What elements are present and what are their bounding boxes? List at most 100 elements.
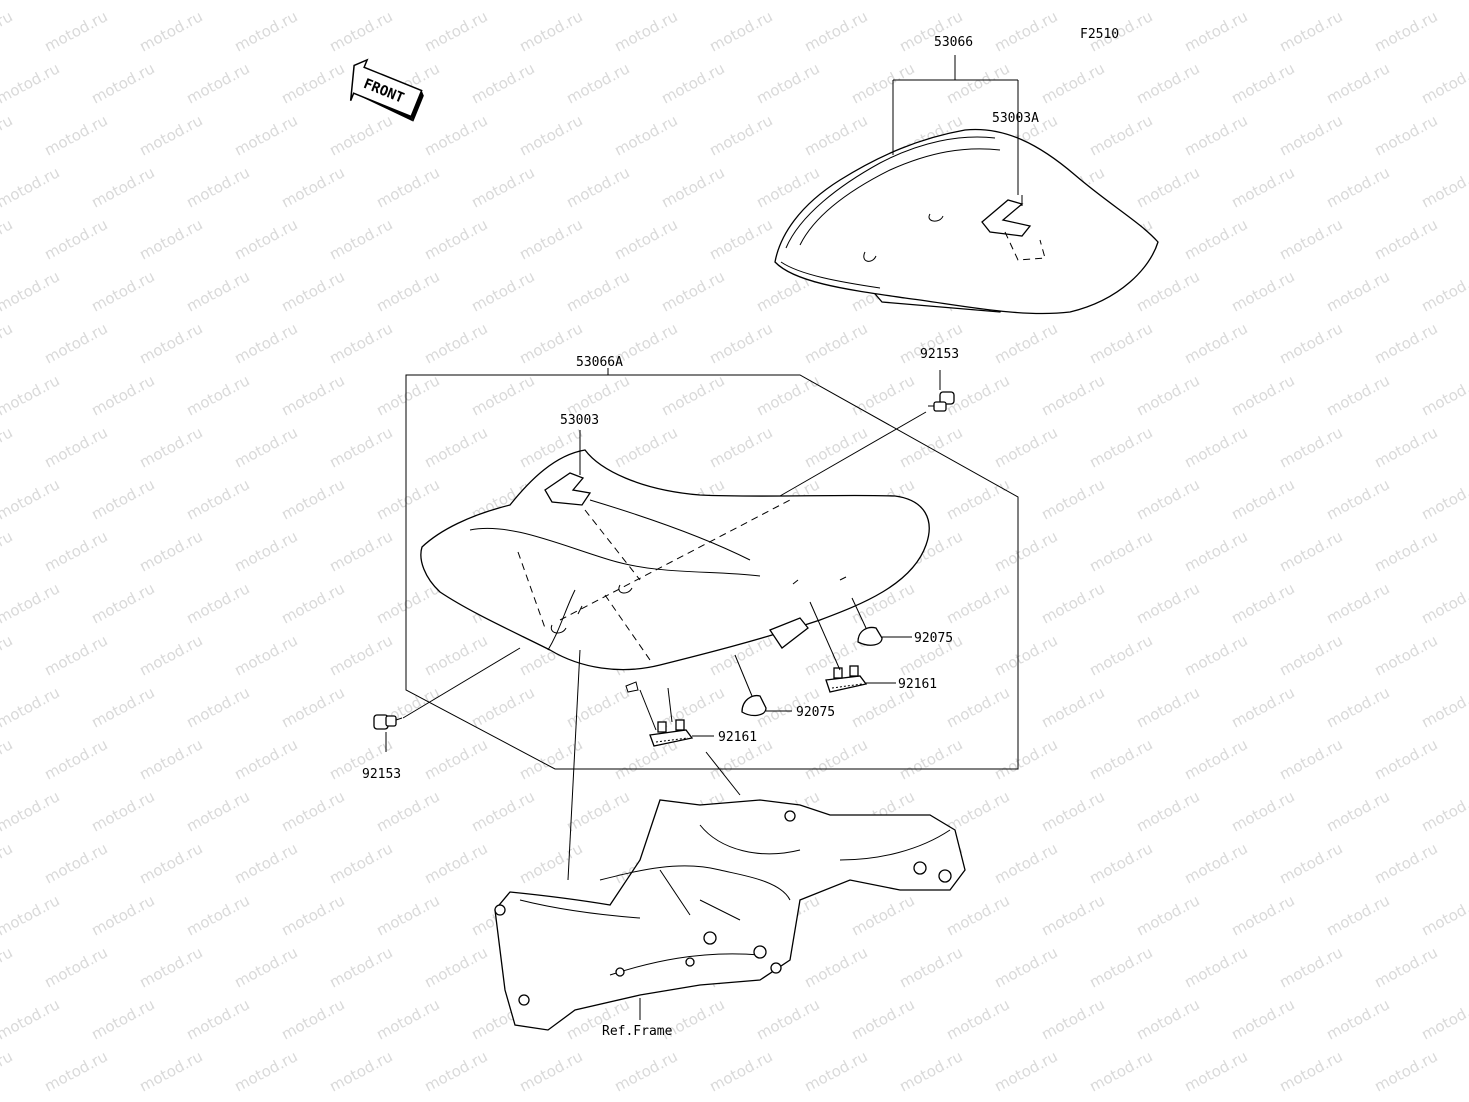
watermark-text: motod.ru [0, 631, 16, 679]
watermark-text: motod.ru [611, 111, 680, 159]
watermark-text: motod.ru [1371, 735, 1440, 783]
front-arrow-icon: FRONT [349, 58, 424, 122]
watermark-text: motod.ru [801, 319, 870, 367]
watermark-text: motod.ru [231, 215, 300, 263]
watermark-text: motod.ru [41, 7, 110, 55]
watermark-text: motod.ru [611, 1047, 680, 1095]
watermark-text: motod.ru [516, 1047, 585, 1095]
watermark-text: motod.ru [326, 215, 395, 263]
watermark-text: motod.ru [41, 943, 110, 991]
watermark-text: motod.ru [848, 0, 917, 4]
watermark-text: motod.ru [0, 423, 16, 471]
watermark-text: motod.ru [326, 7, 395, 55]
watermark-text: motod.ru [0, 1047, 16, 1095]
watermark-text: motod.ru [1086, 111, 1155, 159]
watermark-text: motod.ru [943, 59, 1012, 107]
watermark-text: motod.ru [1133, 163, 1202, 211]
watermark-text: motod.ru [516, 215, 585, 263]
watermark-text: motod.ru [801, 735, 870, 783]
watermark-text: motod.ru [41, 423, 110, 471]
watermark-text: motod.ru [1228, 475, 1297, 523]
watermark-text: motod.ru [991, 527, 1060, 575]
watermark-text: motod.ru [611, 7, 680, 55]
watermark-text: motod.ru [1181, 631, 1250, 679]
watermark-text: motod.ru [1323, 995, 1392, 1043]
watermark-text: motod.ru [658, 0, 727, 4]
watermark-text: motod.ru [326, 423, 395, 471]
watermark-text: motod.ru [1038, 475, 1107, 523]
watermark-text: motod.ru [896, 423, 965, 471]
watermark-text: motod.ru [0, 319, 16, 367]
watermark-text: motod.ru [231, 943, 300, 991]
watermark-text: motod.ru [183, 267, 252, 315]
watermark-text: motod.ru [183, 995, 252, 1043]
watermark-text: motod.ru [0, 59, 63, 107]
watermark-text: motod.ru [753, 995, 822, 1043]
watermark-text: motod.ru [278, 995, 347, 1043]
watermark-text: motod.ru [1371, 943, 1440, 991]
watermark-text: motod.ru [373, 579, 442, 627]
rear-seat-assembly [774, 128, 1159, 315]
callout-53066a: 53066A [576, 355, 623, 370]
watermark-text: motod.ru [1418, 475, 1469, 523]
callout-53003a: 53003A [992, 111, 1039, 126]
watermark-text: motod.ru [0, 163, 63, 211]
watermark-text: motod.ru [1181, 215, 1250, 263]
callout-92153-bottom: 92153 [362, 767, 401, 782]
watermark-text: motod.ru [88, 995, 157, 1043]
watermark-text: motod.ru [136, 527, 205, 575]
watermark-text: motod.ru [278, 267, 347, 315]
watermark-text: motod.ru [991, 735, 1060, 783]
watermark-text: motod.ru [848, 59, 917, 107]
watermark-text: motod.ru [516, 111, 585, 159]
watermark-text: motod.ru [991, 1047, 1060, 1095]
watermark-text: motod.ru [896, 943, 965, 991]
callout-53003: 53003 [560, 413, 599, 428]
watermark-text: motod.ru [183, 475, 252, 523]
watermark-text: motod.ru [421, 1047, 490, 1095]
watermark-text: motod.ru [326, 1047, 395, 1095]
watermark-text: motod.ru [658, 371, 727, 419]
watermark-text: motod.ru [801, 111, 870, 159]
watermark-text: motod.ru [0, 735, 16, 783]
watermark-text: motod.ru [848, 371, 917, 419]
watermark-text: motod.ru [1323, 579, 1392, 627]
watermark-text: motod.ru [896, 1047, 965, 1095]
callout-labels: 53066 53003A 53066A 92153 53003 92075 92… [362, 35, 1039, 1039]
watermark-text: motod.ru [706, 319, 775, 367]
watermark-text: motod.ru [278, 0, 347, 4]
watermark-text: motod.ru [1228, 163, 1297, 211]
watermark-text: motod.ru [421, 7, 490, 55]
watermark-text: motod.ru [41, 111, 110, 159]
watermark-text: motod.ru [183, 0, 252, 4]
watermark-text: motod.ru [231, 319, 300, 367]
watermark-text: motod.ru [278, 891, 347, 939]
watermark-text: motod.ru [468, 267, 537, 315]
damper-92075-mid [741, 694, 767, 717]
watermark-text: motod.ru [516, 839, 585, 887]
watermark-text: motod.ru [1038, 371, 1107, 419]
watermark-text: motod.ru [231, 1047, 300, 1095]
watermark-text: motod.ru [1228, 891, 1297, 939]
watermark-text: motod.ru [278, 683, 347, 731]
watermark-text: motod.ru [421, 839, 490, 887]
watermark-text: motod.ru [136, 735, 205, 783]
watermark-text: motod.ru [0, 371, 63, 419]
watermark-text: motod.ru [136, 943, 205, 991]
watermark-text: motod.ru [0, 215, 16, 263]
watermark-text: motod.ru [706, 111, 775, 159]
figure-code: F2510 [1080, 27, 1119, 42]
watermark-text: motod.ru [278, 787, 347, 835]
watermark-text: motod.ru [1181, 943, 1250, 991]
watermark-text: motod.ru [1133, 683, 1202, 731]
front-seat-assembly [405, 368, 1019, 770]
watermark-text: motod.ru [1418, 0, 1469, 4]
watermark-text: motod.ru [326, 319, 395, 367]
watermark-text: motod.ru [278, 475, 347, 523]
watermark-text: motod.ru [373, 163, 442, 211]
watermark-text: motod.ru [468, 787, 537, 835]
watermark-text: motod.ru [991, 839, 1060, 887]
watermark-text: motod.ru [801, 7, 870, 55]
watermark-text: motod.ru [1181, 7, 1250, 55]
watermark-text: motod.ru [943, 683, 1012, 731]
